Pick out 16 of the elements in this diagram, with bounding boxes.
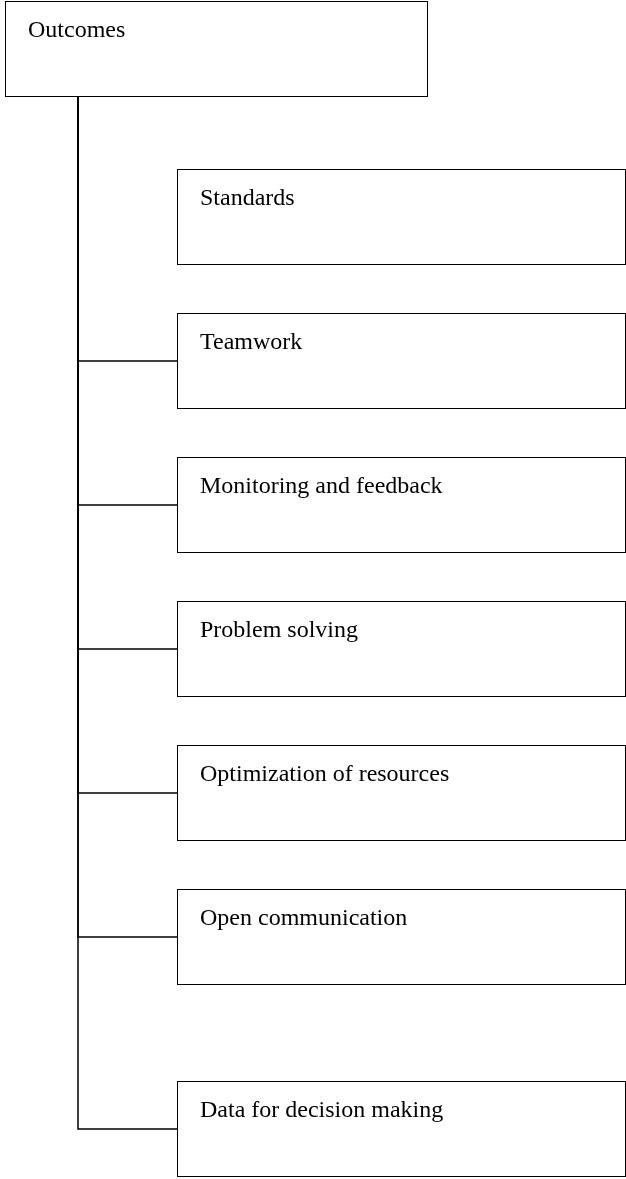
- text-box: [177, 745, 626, 841]
- box-label: Problem solving: [200, 616, 358, 643]
- text-box: [177, 313, 626, 409]
- box-label: Teamwork: [200, 328, 303, 355]
- box-label: Data for decision making: [200, 1096, 444, 1123]
- box-label: Monitoring and feedback: [200, 472, 443, 499]
- text-box: [177, 601, 626, 697]
- text-box: [177, 169, 626, 265]
- box-label: Optimization of resources: [200, 760, 450, 787]
- box-label: Open communication: [200, 904, 408, 931]
- box-label: Outcomes: [28, 16, 126, 43]
- box-label: Standards: [200, 184, 295, 211]
- text-box: [5, 1, 428, 97]
- text-box: [177, 1081, 626, 1177]
- text-box: [177, 457, 626, 553]
- text-box: [177, 889, 626, 985]
